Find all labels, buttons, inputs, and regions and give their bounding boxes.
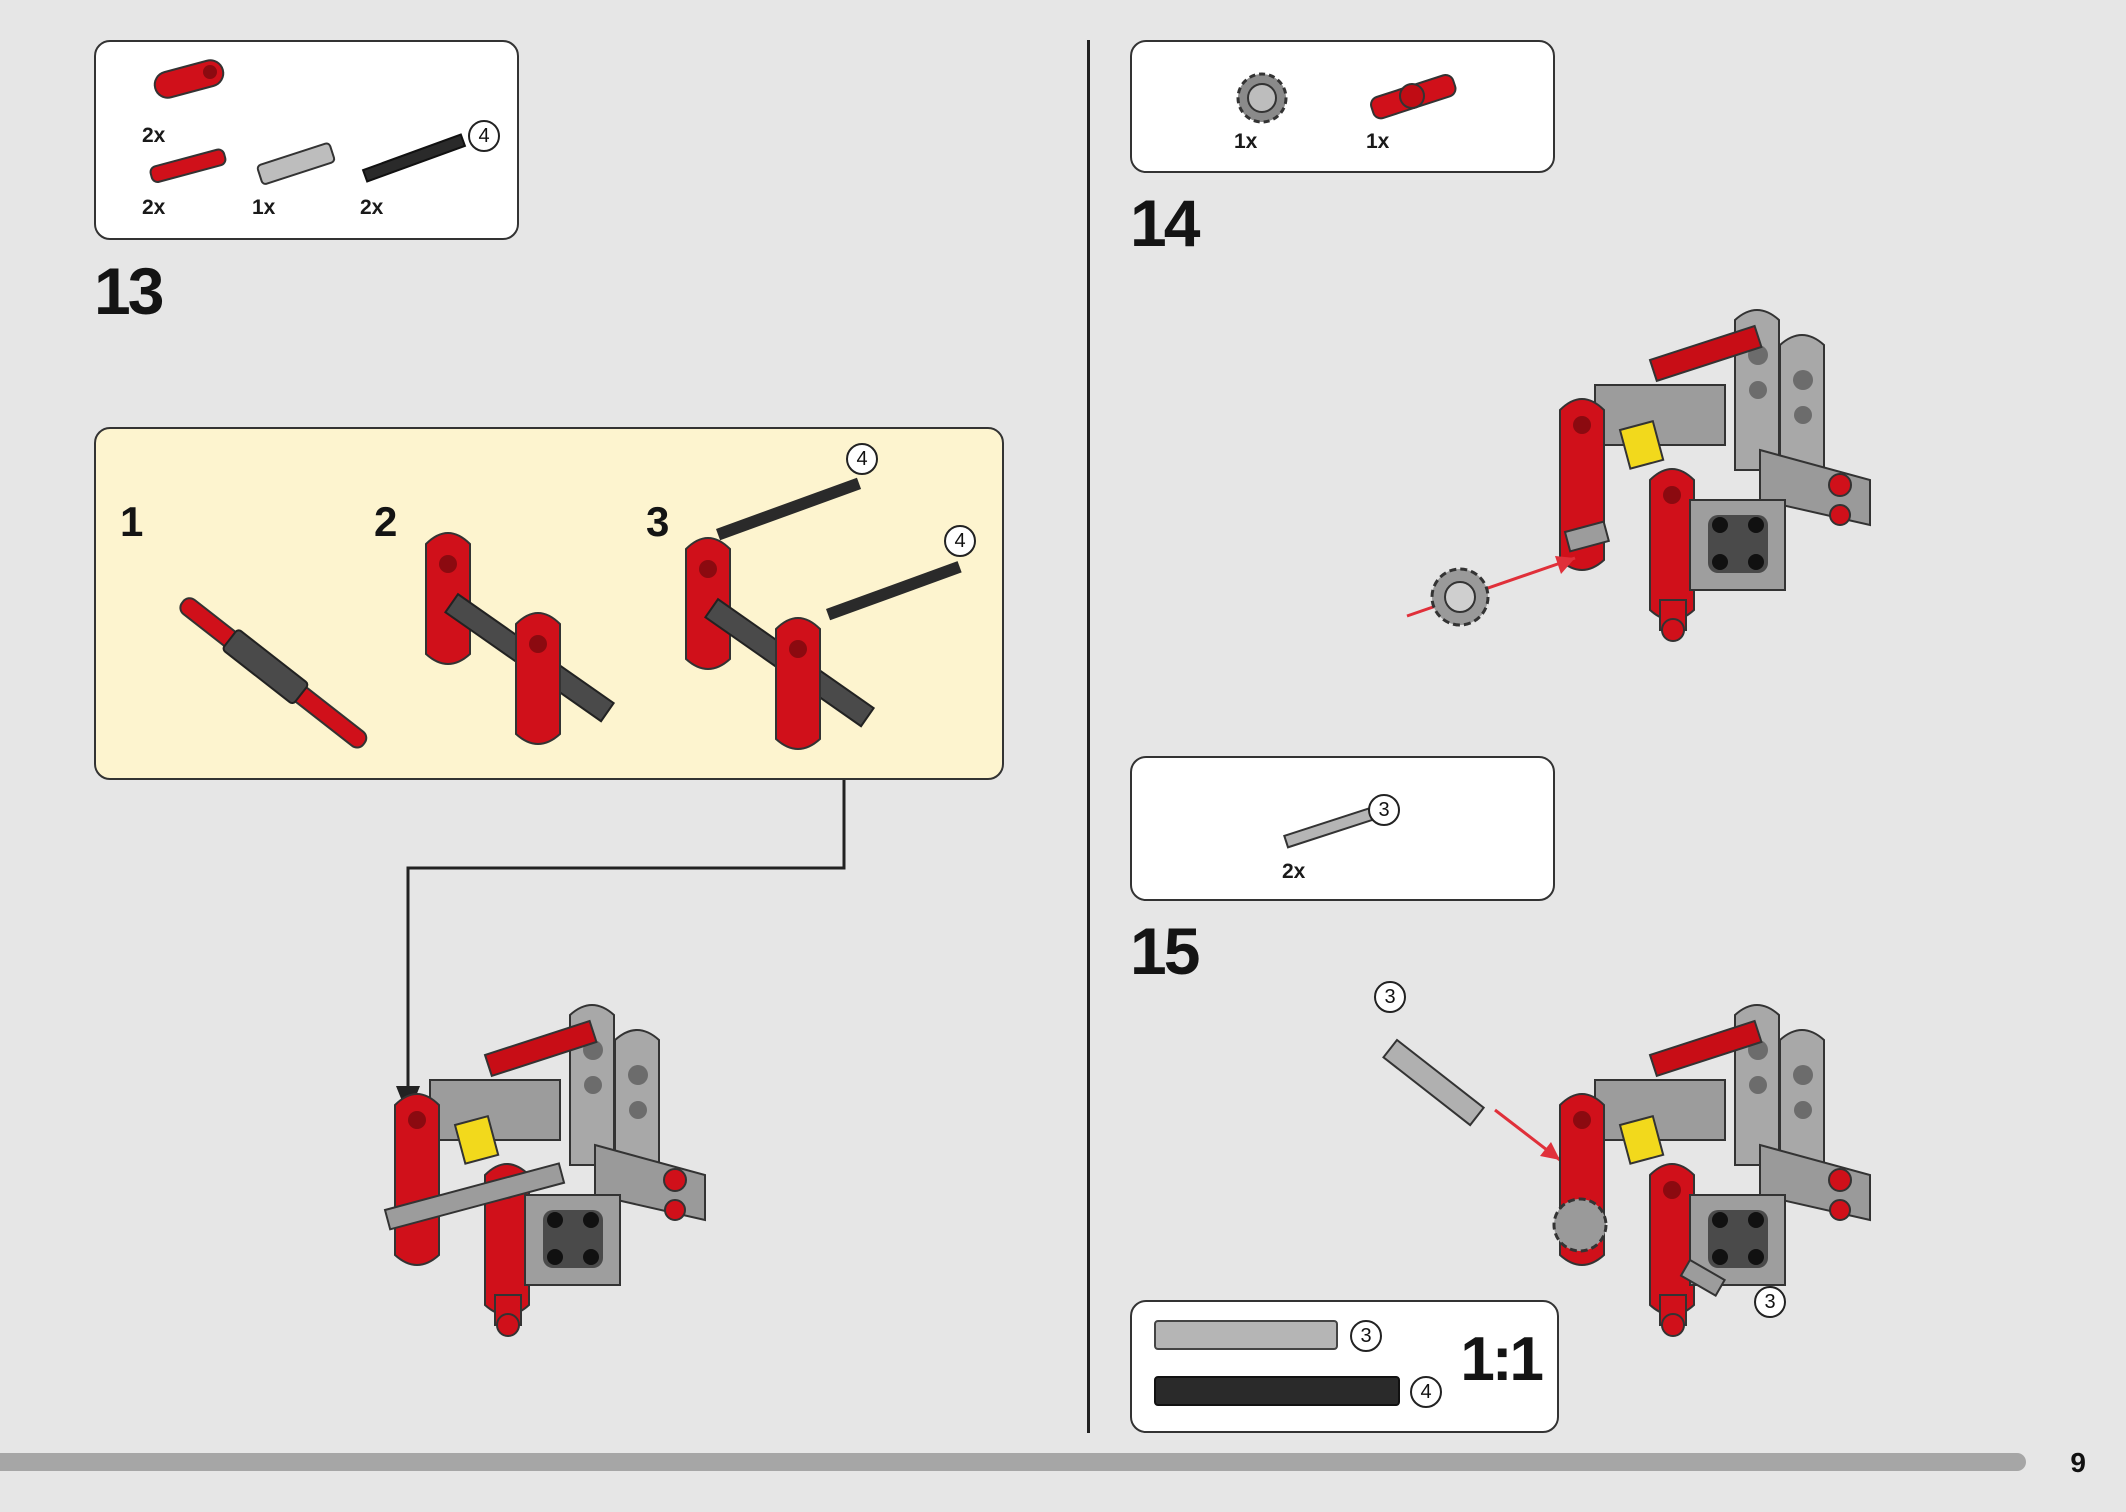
step14-assembly-icon (1559, 309, 1871, 642)
scale-label: 1:1 (1460, 1325, 1544, 1394)
substep-number: 1 (120, 498, 144, 545)
part-qty: 2x (142, 124, 166, 147)
axle-length-badge: 3 (1754, 1286, 1786, 1318)
part-qty: 1x (1234, 130, 1258, 153)
step13-number: 13 (94, 254, 164, 328)
step14-gear-insert-icon (1406, 556, 1576, 627)
axle-length-badge: 4 (944, 525, 976, 557)
gray-axle-icon (1283, 806, 1375, 849)
page-progress-bar (0, 1453, 2026, 1471)
red-axle-connector-icon (153, 59, 225, 99)
axle-length-badge: 4 (468, 120, 500, 152)
gray-gear-icon (1236, 72, 1288, 124)
subassembly-callout: 1 2 3 4 4 (94, 427, 1004, 780)
page-number: 9 (2070, 1447, 2086, 1478)
axle-length-badge: 3 (1368, 794, 1400, 826)
step13-assembly-icon (383, 1004, 706, 1337)
axle-length-badge: 3 (1350, 1320, 1382, 1352)
black-axle-icon (361, 133, 467, 183)
step15-assembly-icon (1552, 1004, 1871, 1337)
scale-ruler-box: 3 4 1:1 (1130, 1300, 1559, 1433)
step13-parts-box: 2x 2x 1x 4 2x (94, 40, 519, 240)
axle-length-badge: 4 (1410, 1376, 1442, 1408)
substep3-assembly-icon (685, 477, 962, 750)
substep1-axle-icon (179, 597, 368, 749)
step15-axle-insert-icon (1382, 1038, 1561, 1162)
part-qty: 2x (1282, 860, 1306, 883)
part-qty: 2x (142, 196, 166, 219)
ruler-axle-4 (1154, 1376, 1400, 1406)
part-qty: 1x (1366, 130, 1390, 153)
part-qty: 1x (252, 196, 276, 219)
axle-length-badge: 3 (1374, 981, 1406, 1013)
axle-length-badge: 4 (846, 443, 878, 475)
substep-number: 2 (374, 498, 398, 545)
step15-parts-box: 3 2x (1130, 756, 1555, 901)
red-axle-pin-icon (149, 148, 227, 183)
ruler-axle-3 (1154, 1320, 1338, 1350)
column-divider (1087, 40, 1090, 1433)
substep2-assembly-icon (425, 532, 616, 745)
substep-number: 3 (646, 498, 670, 545)
gray-axle-joiner-icon (256, 142, 336, 185)
step14-parts-box: 1x 1x (1130, 40, 1555, 173)
step14-number: 14 (1130, 186, 1200, 260)
step15-number: 15 (1130, 914, 1200, 988)
part-qty: 2x (360, 196, 384, 219)
red-axle-pin-icon (1370, 73, 1457, 120)
